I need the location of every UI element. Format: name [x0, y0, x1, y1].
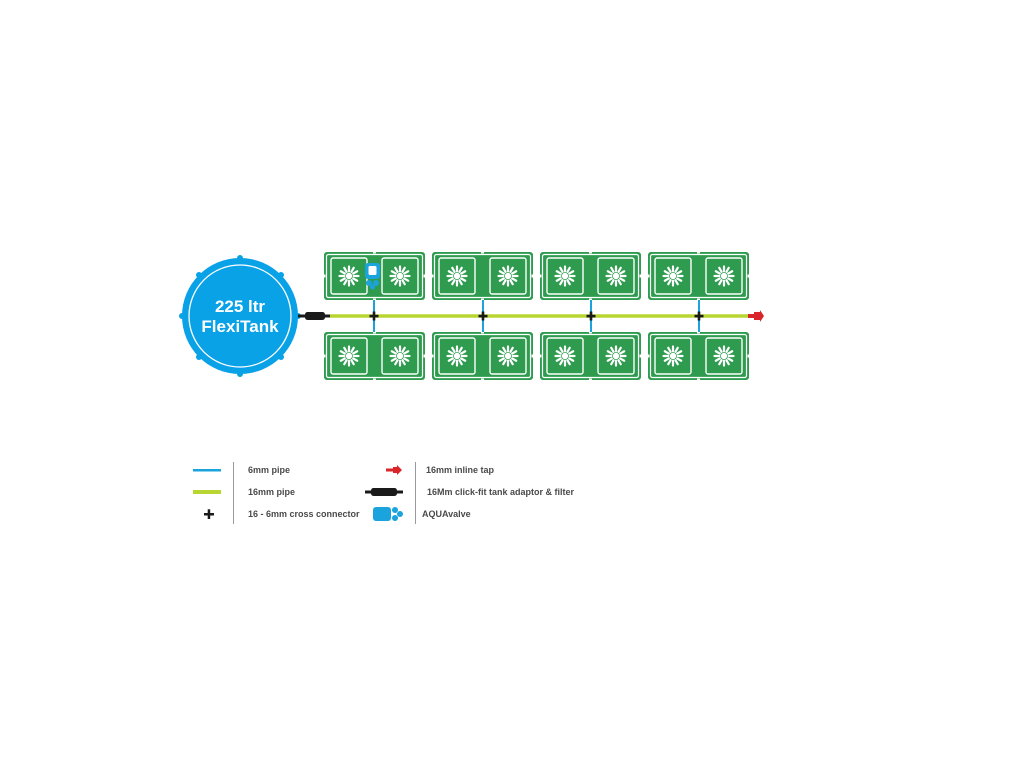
pot-outline: [654, 257, 692, 295]
flexitank: 225 ltr FlexiTank: [179, 255, 301, 377]
tank-inner-ring: [188, 264, 292, 368]
plant-icon: [713, 345, 735, 367]
inline-tap-swatch: [386, 465, 402, 475]
legend-aquavalve-label: AQUAvalve: [422, 509, 471, 519]
legend-16mm-pipe: 16mm pipe: [193, 483, 295, 501]
legend-tank-adaptor-label: 16Mm click-fit tank adaptor & filter: [427, 487, 575, 497]
legend-divider-left: [233, 462, 234, 524]
legend-inline-tap-label: 16mm inline tap: [426, 465, 495, 475]
plant-icon: [662, 345, 684, 367]
plant-icon: [389, 265, 411, 287]
pot-outline: [381, 257, 419, 295]
pot-outline: [654, 337, 692, 375]
legend-aquavalve: AQUAvalve: [371, 505, 471, 523]
pot-outline: [438, 257, 476, 295]
inline-tap: [748, 310, 764, 322]
legend-6mm-pipe: 6mm pipe: [193, 461, 290, 479]
cross-connector: [369, 311, 379, 321]
pot-outline: [489, 337, 527, 375]
legend-cross-connector-label: 16 - 6mm cross connector: [248, 509, 360, 519]
grow-tray: [538, 250, 643, 302]
plant-icon: [662, 265, 684, 287]
tank-adaptor-filter: [298, 312, 330, 320]
plant-icon: [446, 265, 468, 287]
plant-icon: [497, 265, 519, 287]
legend-cross-connector: 16 - 6mm cross connector: [193, 505, 360, 523]
pot-outline: [330, 337, 368, 375]
legend-tank-adaptor: 16Mm click-fit tank adaptor & filter: [365, 483, 574, 501]
grow-tray: [646, 250, 751, 302]
pot-outline: [597, 257, 635, 295]
pot-outline: [489, 257, 527, 295]
pot-outline: [705, 337, 743, 375]
plant-icon: [389, 345, 411, 367]
cross-connector: [478, 311, 488, 321]
tank-adaptor-swatch: [365, 488, 403, 496]
plant-icon: [338, 345, 360, 367]
aquavalve-icon: [365, 263, 380, 290]
pipe-16mm-swatch: [193, 490, 221, 494]
pot-outline: [381, 337, 419, 375]
cross-connectors: [369, 311, 704, 321]
legend: 6mm pipe 16mm pipe 16 - 6mm cross connec…: [190, 462, 610, 526]
grow-tray: [646, 330, 751, 382]
legend-inline-tap: 16mm inline tap: [386, 461, 494, 479]
cross-connector-icon: [204, 509, 214, 519]
pot-outline: [705, 257, 743, 295]
cross-connector: [694, 311, 704, 321]
plant-icon: [554, 345, 576, 367]
legend-16mm-pipe-label: 16mm pipe: [248, 487, 296, 497]
plant-icon: [605, 345, 627, 367]
pot-outline: [597, 337, 635, 375]
tank-outer-circle: [182, 258, 298, 374]
legend-divider-right: [415, 462, 416, 524]
tank-label-capacity: 225 ltr: [215, 297, 265, 316]
pot-outline: [438, 337, 476, 375]
plant-icon: [446, 345, 468, 367]
pot-outline: [546, 337, 584, 375]
grow-tray: [430, 330, 535, 382]
tank-label-name: FlexiTank: [201, 317, 279, 336]
plant-icon: [605, 265, 627, 287]
plant-icon: [554, 265, 576, 287]
plant-icon: [497, 345, 519, 367]
pot-outline: [546, 257, 584, 295]
grow-tray: [538, 330, 643, 382]
cross-connector: [586, 311, 596, 321]
aquavalve-swatch: [373, 507, 403, 521]
plant-icon: [713, 265, 735, 287]
pipe-6mm-swatch: [193, 469, 221, 472]
grow-tray: [322, 330, 427, 382]
legend-6mm-pipe-label: 6mm pipe: [248, 465, 291, 475]
grow-tray: [430, 250, 535, 302]
tank-tabs: [179, 255, 301, 377]
plant-icon: [338, 265, 360, 287]
